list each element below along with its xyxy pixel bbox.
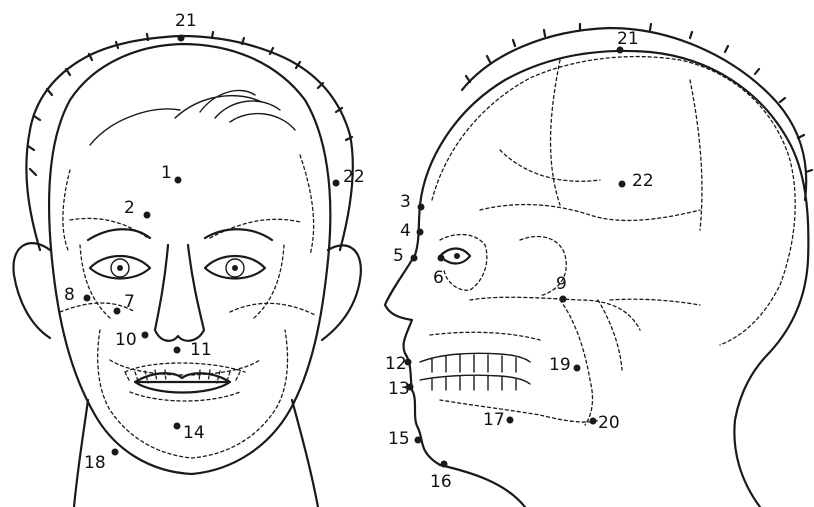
label-16: 16 <box>430 472 452 492</box>
label-1: 1 <box>161 163 172 183</box>
frontal-landmark-labels: 21 1 2 22 8 7 10 11 14 18 <box>64 11 365 473</box>
landmark-9 <box>560 296 567 303</box>
landmark-11 <box>174 347 181 354</box>
frontal-skull-contours <box>60 155 315 458</box>
landmark-4 <box>417 229 424 236</box>
label-13: 13 <box>388 379 410 399</box>
lateral-lower-teeth <box>420 375 530 390</box>
label-21-lateral: 21 <box>617 29 639 49</box>
landmark-7 <box>114 308 121 315</box>
label-12: 12 <box>385 354 407 374</box>
lateral-skull-contours <box>430 57 795 425</box>
lateral-upper-teeth <box>420 353 530 372</box>
frontal-hair-outline <box>26 32 352 250</box>
label-6: 6 <box>433 268 444 288</box>
frontal-hairline-strokes <box>90 90 295 145</box>
landmark-10 <box>142 332 149 339</box>
landmark-17 <box>507 417 514 424</box>
frontal-right-eye <box>205 256 265 279</box>
frontal-mouth <box>135 373 230 392</box>
label-18: 18 <box>84 453 106 473</box>
frontal-nose <box>155 245 204 341</box>
frontal-neck-right <box>292 400 318 507</box>
label-22-frontal: 22 <box>343 167 365 187</box>
label-17: 17 <box>483 410 505 430</box>
landmark-18 <box>112 449 119 456</box>
landmark-20 <box>590 418 597 425</box>
label-14: 14 <box>183 423 205 443</box>
label-11: 11 <box>190 340 212 360</box>
label-15: 15 <box>388 429 410 449</box>
landmark-1 <box>175 177 182 184</box>
frontal-left-ear <box>13 243 50 338</box>
landmark-3 <box>418 204 425 211</box>
lateral-head-profile <box>385 51 808 507</box>
landmark-2 <box>144 212 151 219</box>
landmark-19 <box>574 365 581 372</box>
lateral-landmark-labels: 21 22 3 4 5 6 9 12 13 15 16 17 19 20 <box>385 29 654 492</box>
label-2: 2 <box>124 198 135 218</box>
label-21-frontal: 21 <box>175 11 197 31</box>
frontal-left-eye <box>90 256 150 279</box>
landmark-8 <box>84 295 91 302</box>
landmark-14 <box>174 423 181 430</box>
landmark-21-frontal <box>178 35 185 42</box>
label-10: 10 <box>115 330 137 350</box>
label-19: 19 <box>549 355 571 375</box>
label-22-lateral: 22 <box>632 171 654 191</box>
lateral-view <box>385 24 812 507</box>
label-20: 20 <box>598 413 620 433</box>
landmark-22-lateral <box>619 181 626 188</box>
frontal-left-brow <box>88 229 150 240</box>
label-3: 3 <box>400 192 411 212</box>
lateral-pupil <box>454 253 460 259</box>
landmark-5 <box>411 255 418 262</box>
landmark-15 <box>415 437 422 444</box>
landmark-22-frontal <box>333 180 340 187</box>
label-4: 4 <box>400 221 411 241</box>
landmark-6 <box>438 255 445 262</box>
label-8: 8 <box>64 285 75 305</box>
label-9: 9 <box>556 274 567 294</box>
label-7: 7 <box>124 292 135 312</box>
frontal-right-brow <box>205 229 272 240</box>
label-5: 5 <box>393 246 404 266</box>
landmark-16 <box>441 461 448 468</box>
